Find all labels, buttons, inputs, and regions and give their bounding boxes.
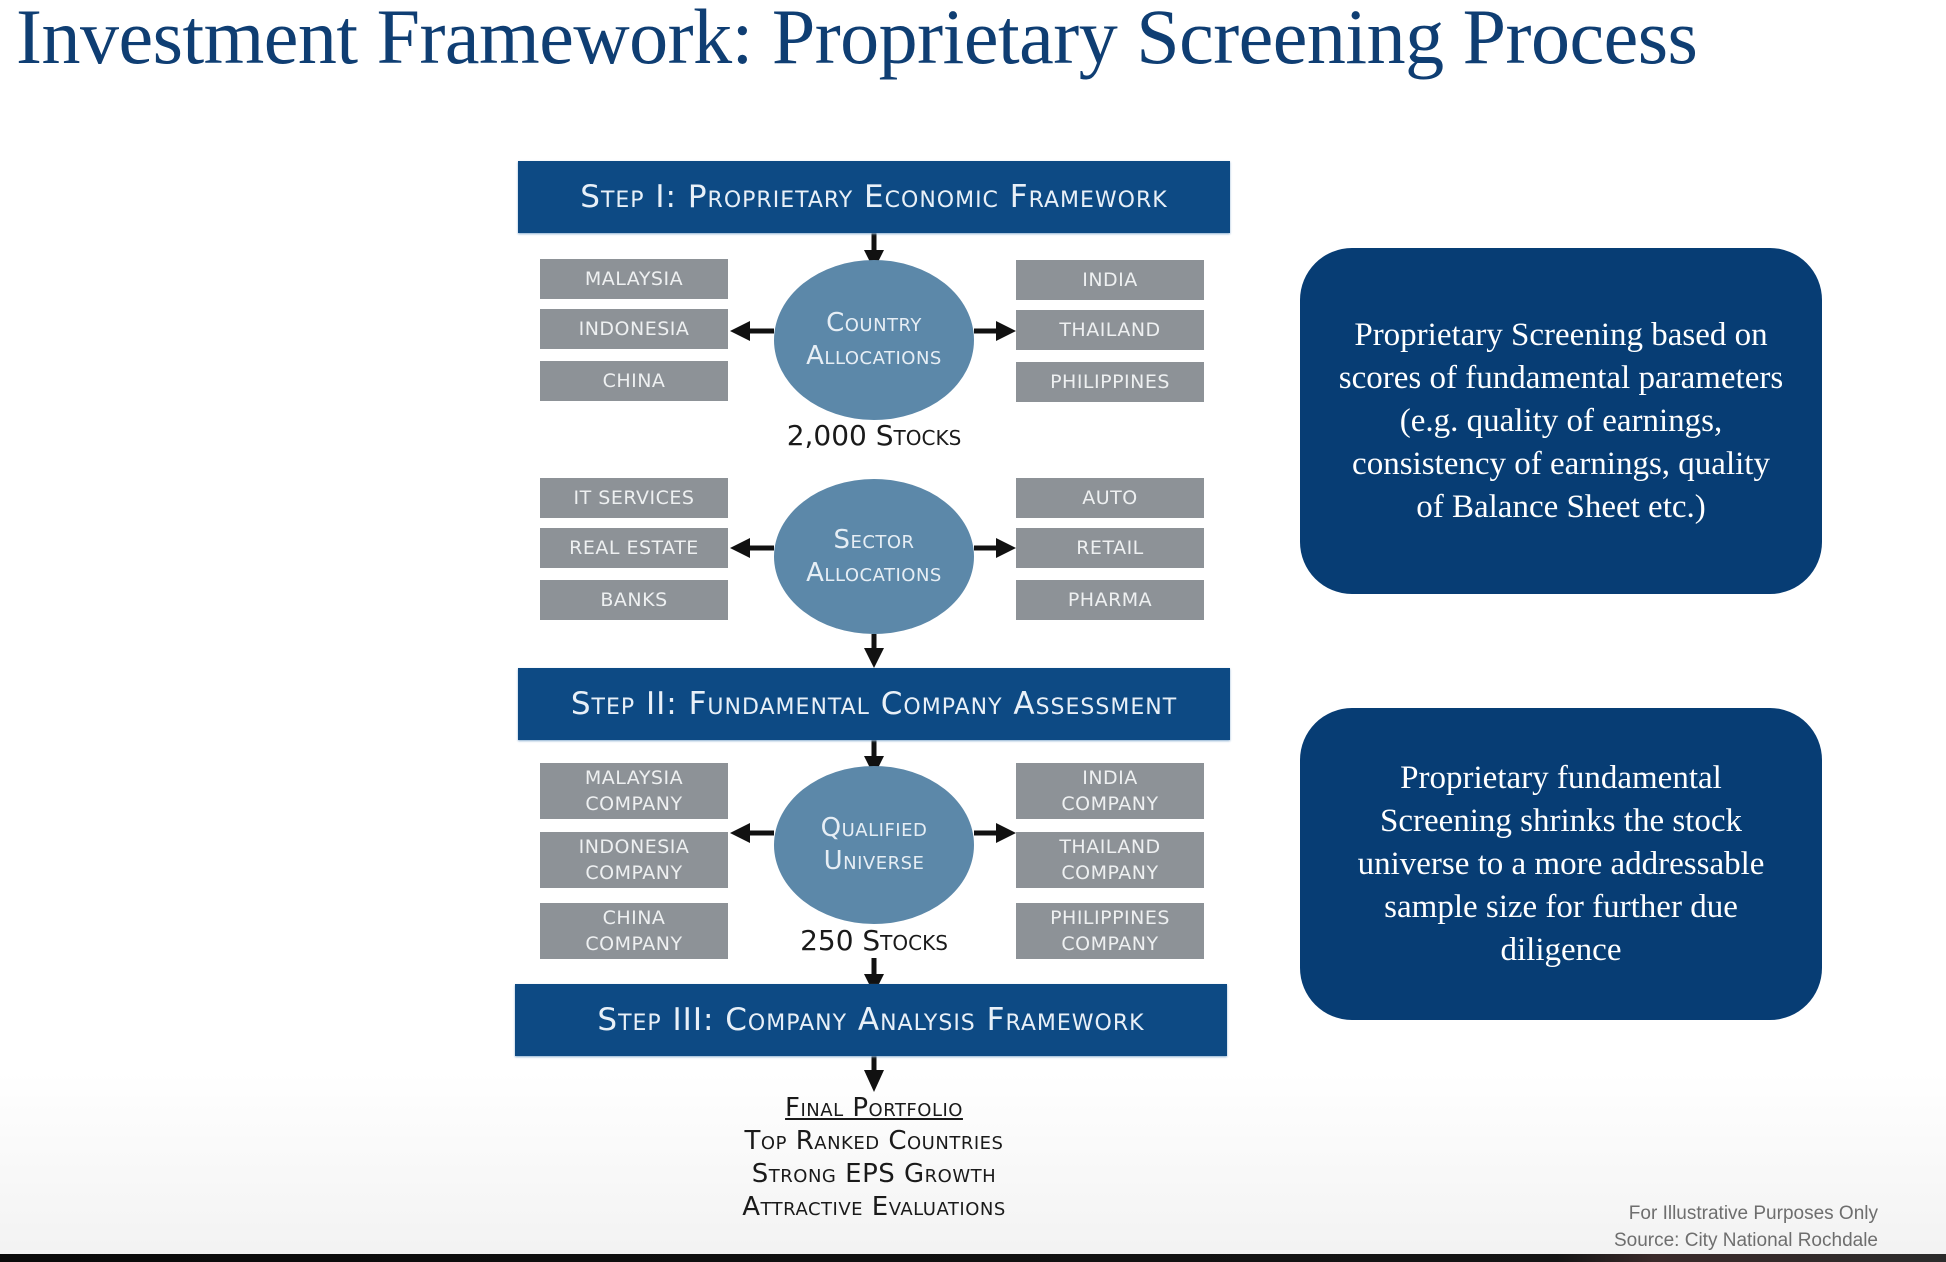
company-box-line2: COMPANY (585, 933, 683, 955)
country-allocations-ellipse: Country Allocations (774, 260, 974, 420)
final-portfolio-heading: Final Portfolio (785, 1093, 963, 1123)
country-box-philippines: PHILIPPINES (1016, 362, 1204, 402)
arrow-left-companies (730, 823, 774, 843)
callout-text: Proprietary fundamental Screening shrink… (1357, 759, 1765, 968)
ellipse-label-line2: Universe (823, 846, 925, 876)
sector-box-banks: BANKS (540, 580, 728, 620)
disclaimer-note: For Illustrative Purposes Only (1628, 1203, 1878, 1224)
company-box-line1: MALAYSIA (584, 767, 684, 789)
sector-box-real-estate: REAL ESTATE (540, 528, 728, 568)
source-note: Source: City National Rochdale (1613, 1230, 1878, 1251)
ellipse-label-line1: Country (826, 308, 922, 338)
page-title: Investment Framework: Proprietary Screen… (16, 0, 1698, 80)
company-box-line2: COMPANY (1061, 933, 1159, 955)
company-box-line1: PHILIPPINES (1050, 907, 1170, 929)
ellipse-label-line2: Allocations (806, 341, 942, 371)
company-box-india: INDIA COMPANY (1016, 763, 1204, 819)
arrow-down-step3 (864, 1056, 884, 1092)
country-box-thailand: THAILAND (1016, 310, 1204, 350)
bottom-edge-bar (0, 1254, 1946, 1262)
company-box-line2: COMPANY (1061, 862, 1159, 884)
qualified-universe-ellipse: Qualified Universe (774, 766, 974, 924)
final-portfolio: Final Portfolio Top Ranked Countries Str… (624, 1092, 1124, 1224)
step2-bar: Step II: Fundamental Company Assessment (518, 668, 1230, 740)
arrow-left-countries (730, 321, 774, 341)
ellipse-label-line2: Allocations (806, 557, 942, 588)
arrow-right-companies (974, 823, 1016, 843)
stocks-count-250: 250 Stocks (800, 924, 948, 957)
company-box-line1: THAILAND (1059, 836, 1161, 858)
country-box-malaysia: MALAYSIA (540, 259, 728, 299)
step1-bar: Step I: Proprietary Economic Framework (518, 161, 1230, 233)
sector-box-retail: RETAIL (1016, 528, 1204, 568)
sector-box-it-services: IT SERVICES (540, 478, 728, 518)
company-box-line1: INDIA (1082, 767, 1138, 789)
company-box-line1: CHINA (602, 907, 666, 929)
company-box-china: CHINA COMPANY (540, 903, 728, 959)
step3-bar: Step III: Company Analysis Framework (515, 984, 1227, 1056)
company-box-philippines: PHILIPPINES COMPANY (1016, 903, 1204, 959)
arrow-down-sectors (864, 634, 884, 668)
final-portfolio-item: Strong EPS Growth (751, 1159, 997, 1189)
callout-universe-shrink: Proprietary fundamental Screening shrink… (1300, 708, 1822, 1020)
sector-box-pharma: PHARMA (1016, 580, 1204, 620)
country-box-indonesia: INDONESIA (540, 309, 728, 349)
ellipse-label-line1: Qualified (820, 813, 928, 843)
company-box-line2: COMPANY (585, 862, 683, 884)
country-box-india: INDIA (1016, 260, 1204, 300)
callout-text: Proprietary Screening based on scores of… (1338, 316, 1784, 525)
company-box-line1: INDONESIA (578, 836, 690, 858)
company-box-indonesia: INDONESIA COMPANY (540, 832, 728, 888)
final-portfolio-item: Top Ranked Countries (744, 1126, 1004, 1156)
company-box-line2: COMPANY (1061, 793, 1159, 815)
company-box-malaysia: MALAYSIA COMPANY (540, 763, 728, 819)
company-box-thailand: THAILAND COMPANY (1016, 832, 1204, 888)
arrow-right-countries (974, 321, 1016, 341)
ellipse-label-line1: Sector (833, 524, 915, 555)
sector-allocations-ellipse: Sector Allocations (774, 479, 974, 634)
company-box-line2: COMPANY (585, 793, 683, 815)
country-box-china: CHINA (540, 361, 728, 401)
arrow-right-sectors (974, 538, 1016, 558)
stocks-count-2000: 2,000 Stocks (786, 419, 962, 452)
arrow-left-sectors (730, 538, 774, 558)
sector-box-auto: AUTO (1016, 478, 1204, 518)
callout-screening-parameters: Proprietary Screening based on scores of… (1300, 248, 1822, 594)
final-portfolio-item: Attractive Evaluations (742, 1192, 1006, 1222)
